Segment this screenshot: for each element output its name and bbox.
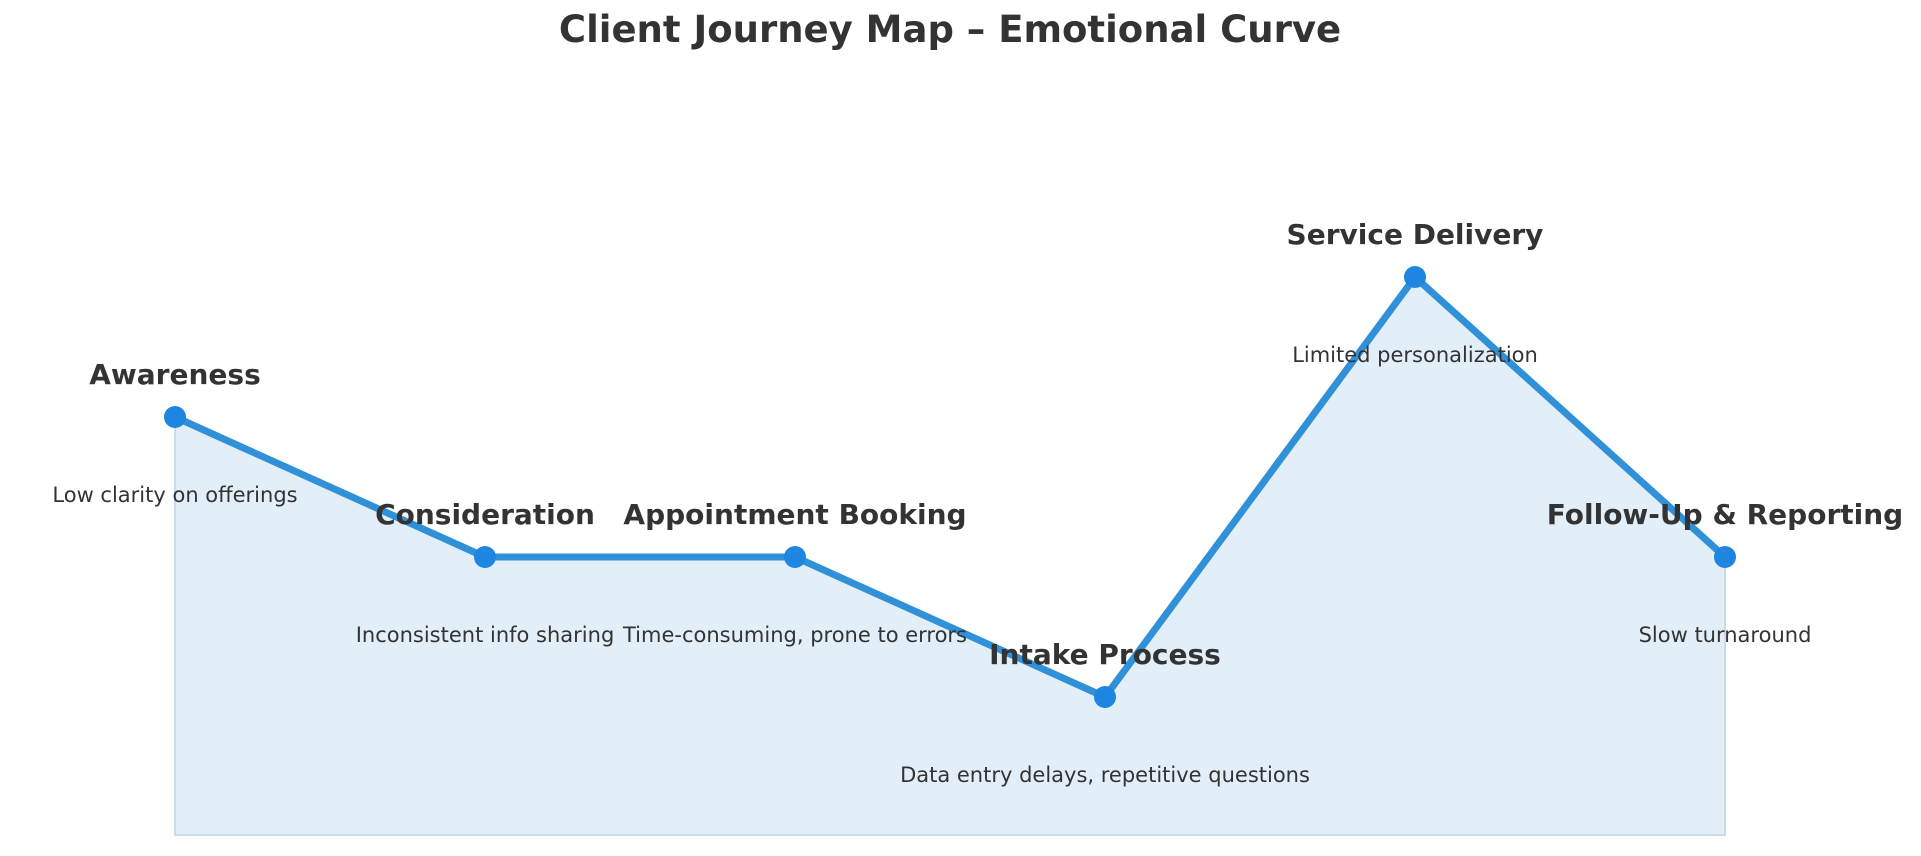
stage-pain-point: Inconsistent info sharing [356,623,615,647]
stage-label: Intake Process [989,638,1221,671]
stage-label: Service Delivery [1287,218,1544,251]
stage-marker [1714,546,1736,568]
stage-marker [474,546,496,568]
stage-markers [164,266,1736,708]
stage-label: Appointment Booking [623,498,966,531]
stage-label: Consideration [375,498,595,531]
stage-label: Awareness [89,358,261,391]
stage-pain-point: Slow turnaround [1639,623,1812,647]
stage-label: Follow-Up & Reporting [1547,498,1903,531]
emotion-curve-line [171,273,1729,701]
stage-marker [1404,266,1426,288]
stage-marker [784,546,806,568]
stage-pain-point: Low clarity on offerings [52,483,297,507]
chart-title: Client Journey Map – Emotional Curve [559,8,1341,51]
stage-pain-point: Data entry delays, repetitive questions [900,763,1310,787]
stage-marker [1094,686,1116,708]
stage-pain-point: Limited personalization [1292,343,1538,367]
stage-pain-point: Time-consuming, prone to errors [622,623,967,647]
stage-marker [164,406,186,428]
